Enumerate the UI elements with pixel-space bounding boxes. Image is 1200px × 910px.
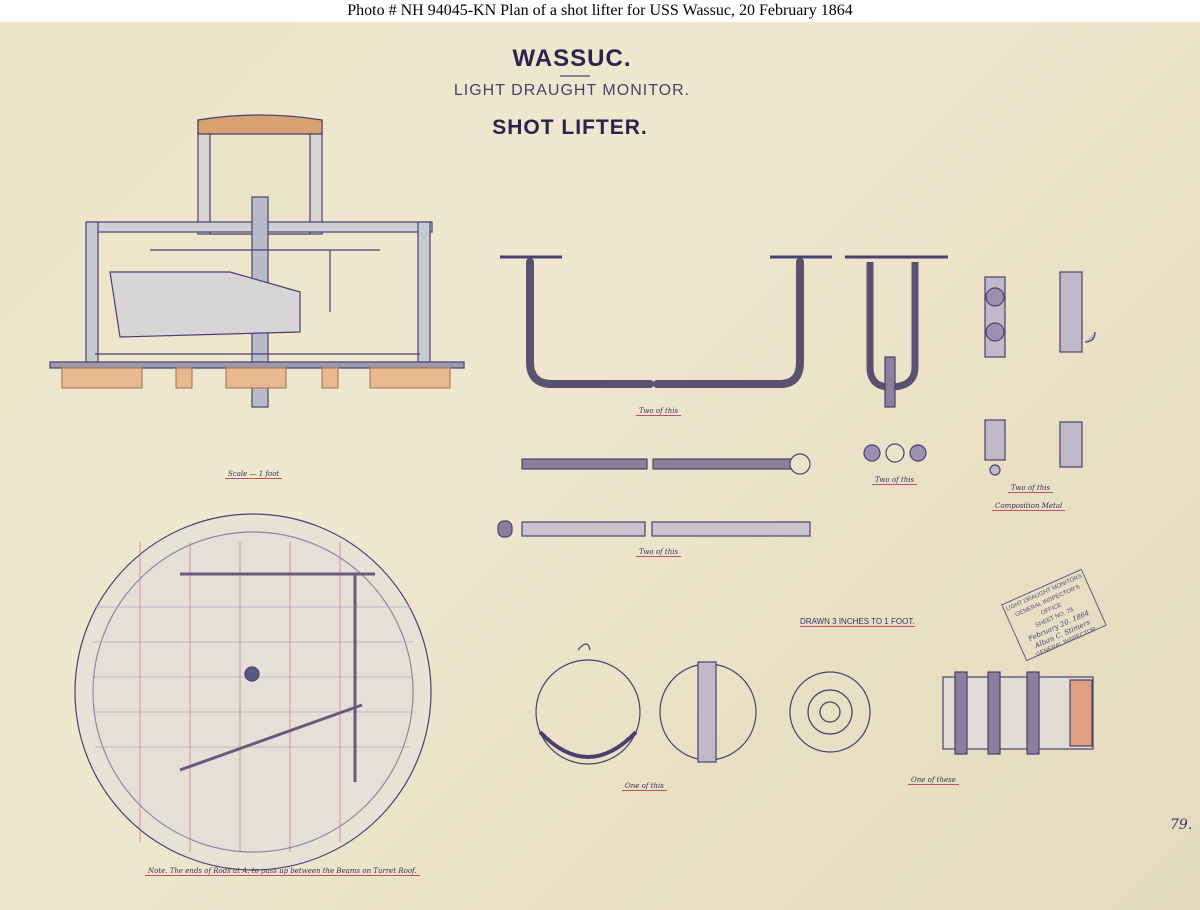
rod-upper-right bbox=[652, 458, 794, 470]
u-bar bbox=[526, 258, 804, 388]
label-ring-right: One of these bbox=[908, 776, 959, 785]
plan-view-circle bbox=[74, 513, 432, 871]
rod-upper-left bbox=[521, 458, 648, 470]
label-u-bar: Two of this bbox=[636, 407, 682, 416]
label-material: Composition Metal bbox=[992, 502, 1066, 511]
label-rods: Two of this bbox=[636, 548, 682, 557]
label-note: Note. The ends of Rods at A, to pass up … bbox=[145, 867, 420, 876]
section-view bbox=[49, 114, 465, 408]
technical-drawing bbox=[49, 75, 1096, 871]
scale-note: DRAWN 3 INCHES TO 1 FOOT. bbox=[800, 617, 915, 627]
ship-name: WASSUC. bbox=[512, 45, 632, 72]
photo-caption: Photo # NH 94045-KN Plan of a shot lifte… bbox=[0, 0, 1200, 22]
label-link: Two of this bbox=[872, 476, 918, 485]
ship-type: LIGHT DRAUGHT MONITOR. bbox=[453, 82, 691, 99]
sheet-number: 79. bbox=[1170, 817, 1193, 833]
drawing-subject: SHOT LIFTER. bbox=[492, 116, 648, 139]
label-pulley: Two of this bbox=[1008, 484, 1054, 493]
drawing-sheet: WASSUC. LIGHT DRAUGHT MONITOR. SHOT LIFT… bbox=[0, 22, 1200, 910]
link-part bbox=[863, 443, 927, 463]
ring-views bbox=[535, 643, 1094, 765]
rod-lower-left bbox=[521, 521, 646, 537]
label-section-scale: Scale — 1 foot bbox=[225, 470, 283, 479]
pulley-blocks bbox=[984, 271, 1096, 476]
label-ring-left: One of this bbox=[622, 782, 667, 791]
rod-lower-right bbox=[651, 521, 811, 537]
